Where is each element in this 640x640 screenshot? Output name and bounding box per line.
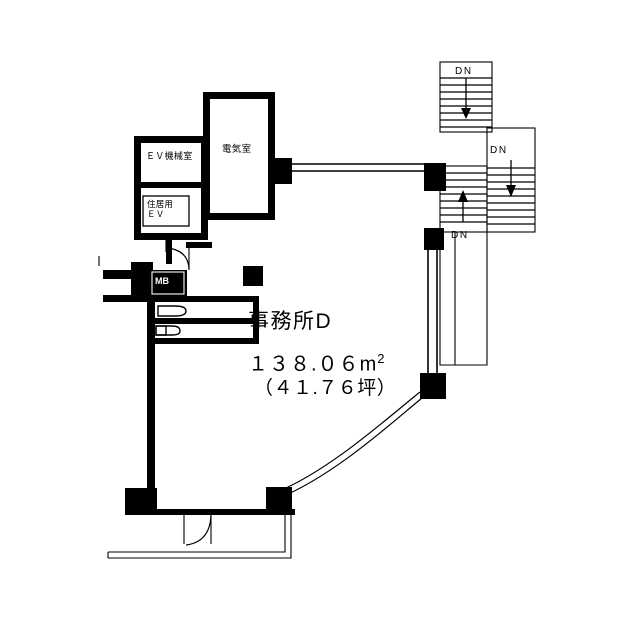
curved-wall-outer xyxy=(276,391,421,493)
stair-label-dn-right: DN xyxy=(490,145,508,156)
interior-column-block xyxy=(243,266,263,286)
toilet-wall-middle xyxy=(147,318,259,324)
curved-wall-inner xyxy=(278,397,423,499)
column-top-right xyxy=(424,163,446,191)
core-door-header xyxy=(186,242,212,248)
bottom-wall-band xyxy=(125,509,295,515)
core-entry-door xyxy=(166,242,212,270)
meter-box-outline xyxy=(151,271,185,295)
balcony-outline xyxy=(107,513,292,559)
balcony-line-inner xyxy=(108,513,292,559)
room-label-electrical-room: 電気室 xyxy=(222,144,252,155)
room-label-residential-ev: 住居用 ＥＶ xyxy=(147,199,174,219)
interior-column xyxy=(243,266,263,286)
toilet-wall-right xyxy=(253,296,259,344)
stair-left-arrow-head xyxy=(458,190,468,202)
balcony-line-outer xyxy=(108,513,286,553)
ev-block-wall-top xyxy=(134,136,208,143)
stair-label-dn-left: DN xyxy=(451,230,469,241)
area-square-meters: １３８.０６m2 xyxy=(248,351,386,376)
stair-left-outline xyxy=(439,165,488,233)
column-top-left xyxy=(268,158,292,184)
area-sqm-unit: m xyxy=(359,353,378,376)
area-sqm-value: １３８.０６ xyxy=(248,353,360,376)
stair-upper-treads xyxy=(440,77,492,128)
corridor-wall-vertical xyxy=(147,286,155,494)
electrical-wall-bottom xyxy=(203,213,275,220)
office-bottom-wall xyxy=(125,487,295,546)
office-top-wall xyxy=(268,158,446,191)
electrical-wall-top xyxy=(203,92,275,99)
stair-upper-outline xyxy=(439,61,493,133)
column-right-lower xyxy=(420,373,446,399)
page-title: 事務所D xyxy=(248,310,333,333)
electrical-wall-left xyxy=(203,92,210,220)
sink-basin xyxy=(155,325,167,336)
service-core xyxy=(147,270,259,344)
area-sqm-superscript: 2 xyxy=(377,351,386,366)
room-label-meter-box: MB xyxy=(155,276,169,286)
office-curved-wall xyxy=(276,391,423,499)
ev-block-wall-middle xyxy=(134,182,208,188)
electrical-room-block xyxy=(203,92,290,220)
column-bottom-right xyxy=(266,487,292,513)
stair-label-dn-top: DN xyxy=(455,66,473,77)
column-right-middle xyxy=(424,228,444,250)
toilet-fixture xyxy=(157,305,187,317)
stair-landing-outline xyxy=(439,232,488,366)
ev-shaft-connector xyxy=(166,240,172,264)
stair-lower-right xyxy=(439,127,536,366)
area-tsubo: （４１.７６坪） xyxy=(254,378,397,399)
left-ledge-upper xyxy=(103,270,153,279)
ev-block-wall-bottom xyxy=(134,233,208,240)
left-wall-node xyxy=(131,262,153,302)
office-right-wall xyxy=(420,228,446,399)
bottom-door-swing xyxy=(185,514,212,546)
stair-upper-right xyxy=(439,61,493,133)
toilet-wall-bottom xyxy=(147,338,259,344)
sink-fixture xyxy=(155,325,181,336)
left-ledge-lower xyxy=(103,295,153,302)
electrical-wall-right xyxy=(268,92,275,220)
residential-ev-cab xyxy=(142,195,190,227)
stair-right-arrow-head xyxy=(506,185,516,197)
meter-box-block xyxy=(149,270,187,296)
stair-upper-arrow-head xyxy=(461,108,471,119)
toilet-wall-top xyxy=(147,296,259,302)
room-label-ev-machine-room: ＥＶ機械室 xyxy=(146,151,193,161)
